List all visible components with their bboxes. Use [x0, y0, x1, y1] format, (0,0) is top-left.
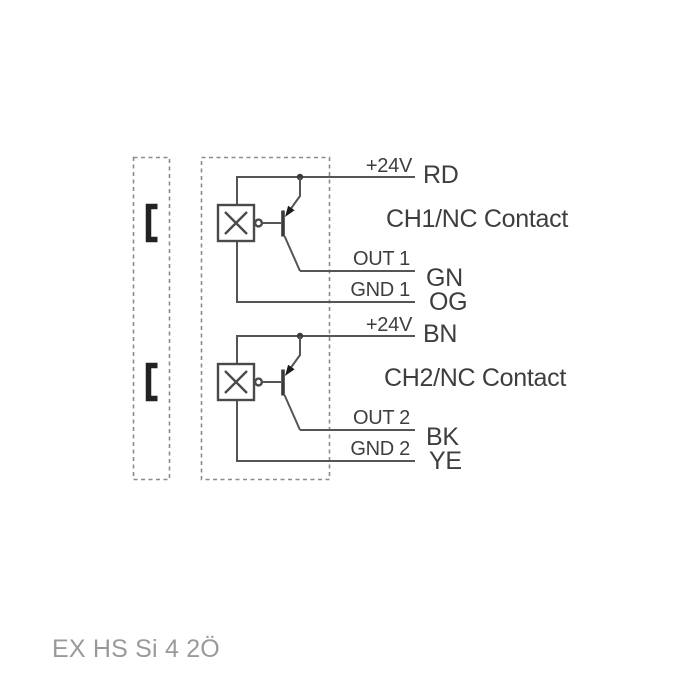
channel-2-circuit: +24V BN CH2/NC Contact OUT 2 BK GND 2 YE [145, 314, 567, 475]
nc-contact-bracket-icon [145, 203, 158, 243]
supply-wire [236, 176, 415, 205]
channel-title: CH1/NC Contact [386, 205, 568, 233]
pnp-transistor-icon [281, 177, 301, 272]
ground-label: GND 1 [350, 279, 410, 301]
supply-wire [236, 335, 415, 364]
ground-wire [236, 400, 415, 462]
output-label: OUT 2 [353, 407, 410, 429]
target-contact-outline [132, 156, 171, 481]
output-wire-color-label: GN [426, 264, 463, 292]
nc-contact-bracket-icon [145, 362, 158, 402]
output-label: OUT 1 [353, 248, 410, 270]
supply-label: +24V [366, 314, 413, 336]
channel-1-circuit: +24V RD CH1/NC Contact OUT 1 GN GND 1 OG [145, 155, 569, 316]
ground-label: GND 2 [350, 438, 410, 460]
sensor-module-outline [200, 156, 331, 481]
pnp-transistor-icon [281, 336, 301, 431]
sensor-element-icon [216, 203, 281, 243]
module-name-label: EX HS Si 4 2Ö [52, 635, 220, 663]
ground-wire [236, 241, 415, 303]
output-wire-color-label: BK [426, 423, 459, 451]
supply-label: +24V [366, 155, 413, 177]
ground-wire-color-label: OG [429, 288, 467, 316]
ground-wire-color-label: YE [429, 447, 462, 475]
channel-title: CH2/NC Contact [384, 364, 566, 392]
sensor-element-icon [216, 362, 281, 402]
supply-wire-color-label: RD [423, 161, 459, 189]
supply-wire-color-label: BN [423, 320, 457, 348]
